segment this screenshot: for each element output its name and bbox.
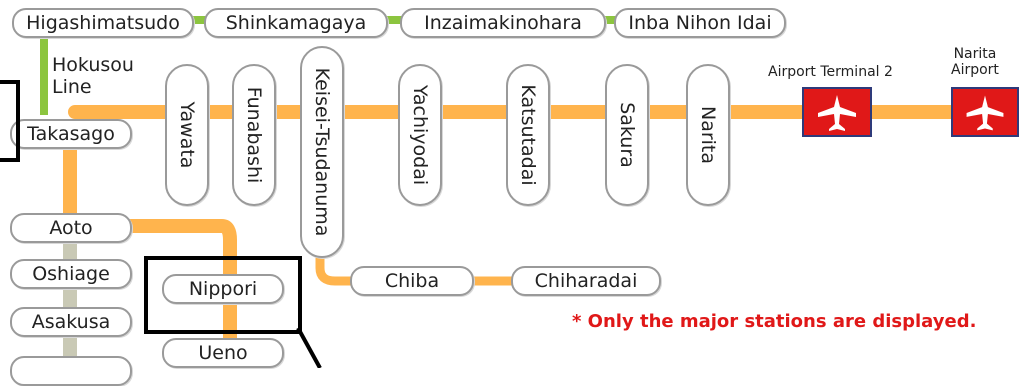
- airplane-icon: [818, 95, 856, 131]
- station-sakura-label: Sakura: [616, 102, 638, 168]
- station-funabashi[interactable]: Funabashi: [232, 64, 276, 206]
- station-yachiyodai-label: Yachiyodai: [409, 84, 431, 186]
- station-nippori[interactable]: Nippori: [162, 274, 284, 304]
- station-narita-label: Narita: [697, 105, 719, 165]
- station-yawata[interactable]: Yawata: [165, 64, 209, 206]
- station-inzaimakinohara[interactable]: Inzaimakinohara: [400, 8, 606, 38]
- station-katsutadai[interactable]: Katsutadai: [506, 64, 550, 206]
- map-note: * Only the major stations are displayed.: [572, 311, 977, 332]
- station-funabashi-label: Funabashi: [243, 86, 265, 184]
- hokusou-line: [40, 16, 620, 115]
- narita-airport-marker[interactable]: [951, 87, 1019, 137]
- station-sakura[interactable]: Sakura: [605, 64, 649, 206]
- station-keisei-tsudanuma-label: Keisei-Tsudanuma: [311, 67, 333, 237]
- airport-terminal2-label: Airport Terminal 2: [768, 64, 893, 80]
- station-yawata-label: Yawata: [176, 101, 198, 169]
- station-takasago[interactable]: Takasago: [10, 119, 132, 149]
- station-keisei-tsudanuma[interactable]: Keisei-Tsudanuma: [300, 46, 344, 258]
- station-yachiyodai[interactable]: Yachiyodai: [398, 64, 442, 206]
- hokusou-line-label: Hokusou Line: [52, 54, 134, 98]
- station-oshiage[interactable]: Oshiage: [10, 259, 132, 289]
- station-chiharadai[interactable]: Chiharadai: [511, 266, 661, 296]
- station-aoto[interactable]: Aoto: [10, 213, 132, 243]
- highlight-box-nippori: [144, 256, 302, 334]
- airplane-icon: [966, 95, 1004, 131]
- narita-airport-label: Narita Airport: [951, 46, 999, 78]
- callout-line: [296, 327, 322, 368]
- station-shinkamagaya[interactable]: Shinkamagaya: [204, 8, 388, 38]
- station-inba-nihon-idai[interactable]: Inba Nihon Idai: [614, 8, 786, 38]
- station-asakusa[interactable]: Asakusa: [10, 307, 132, 337]
- station-narita[interactable]: Narita: [686, 64, 730, 206]
- station-partial: [10, 356, 132, 386]
- station-chiba[interactable]: Chiba: [350, 266, 474, 296]
- chiba-branch-line: [315, 250, 530, 286]
- station-katsutadai-label: Katsutadai: [517, 84, 539, 186]
- station-ueno[interactable]: Ueno: [162, 338, 284, 368]
- airport-terminal2-marker[interactable]: [802, 87, 872, 137]
- highlight-box-left: [0, 80, 20, 162]
- station-higashimatsudo[interactable]: Higashimatsudo: [12, 8, 194, 38]
